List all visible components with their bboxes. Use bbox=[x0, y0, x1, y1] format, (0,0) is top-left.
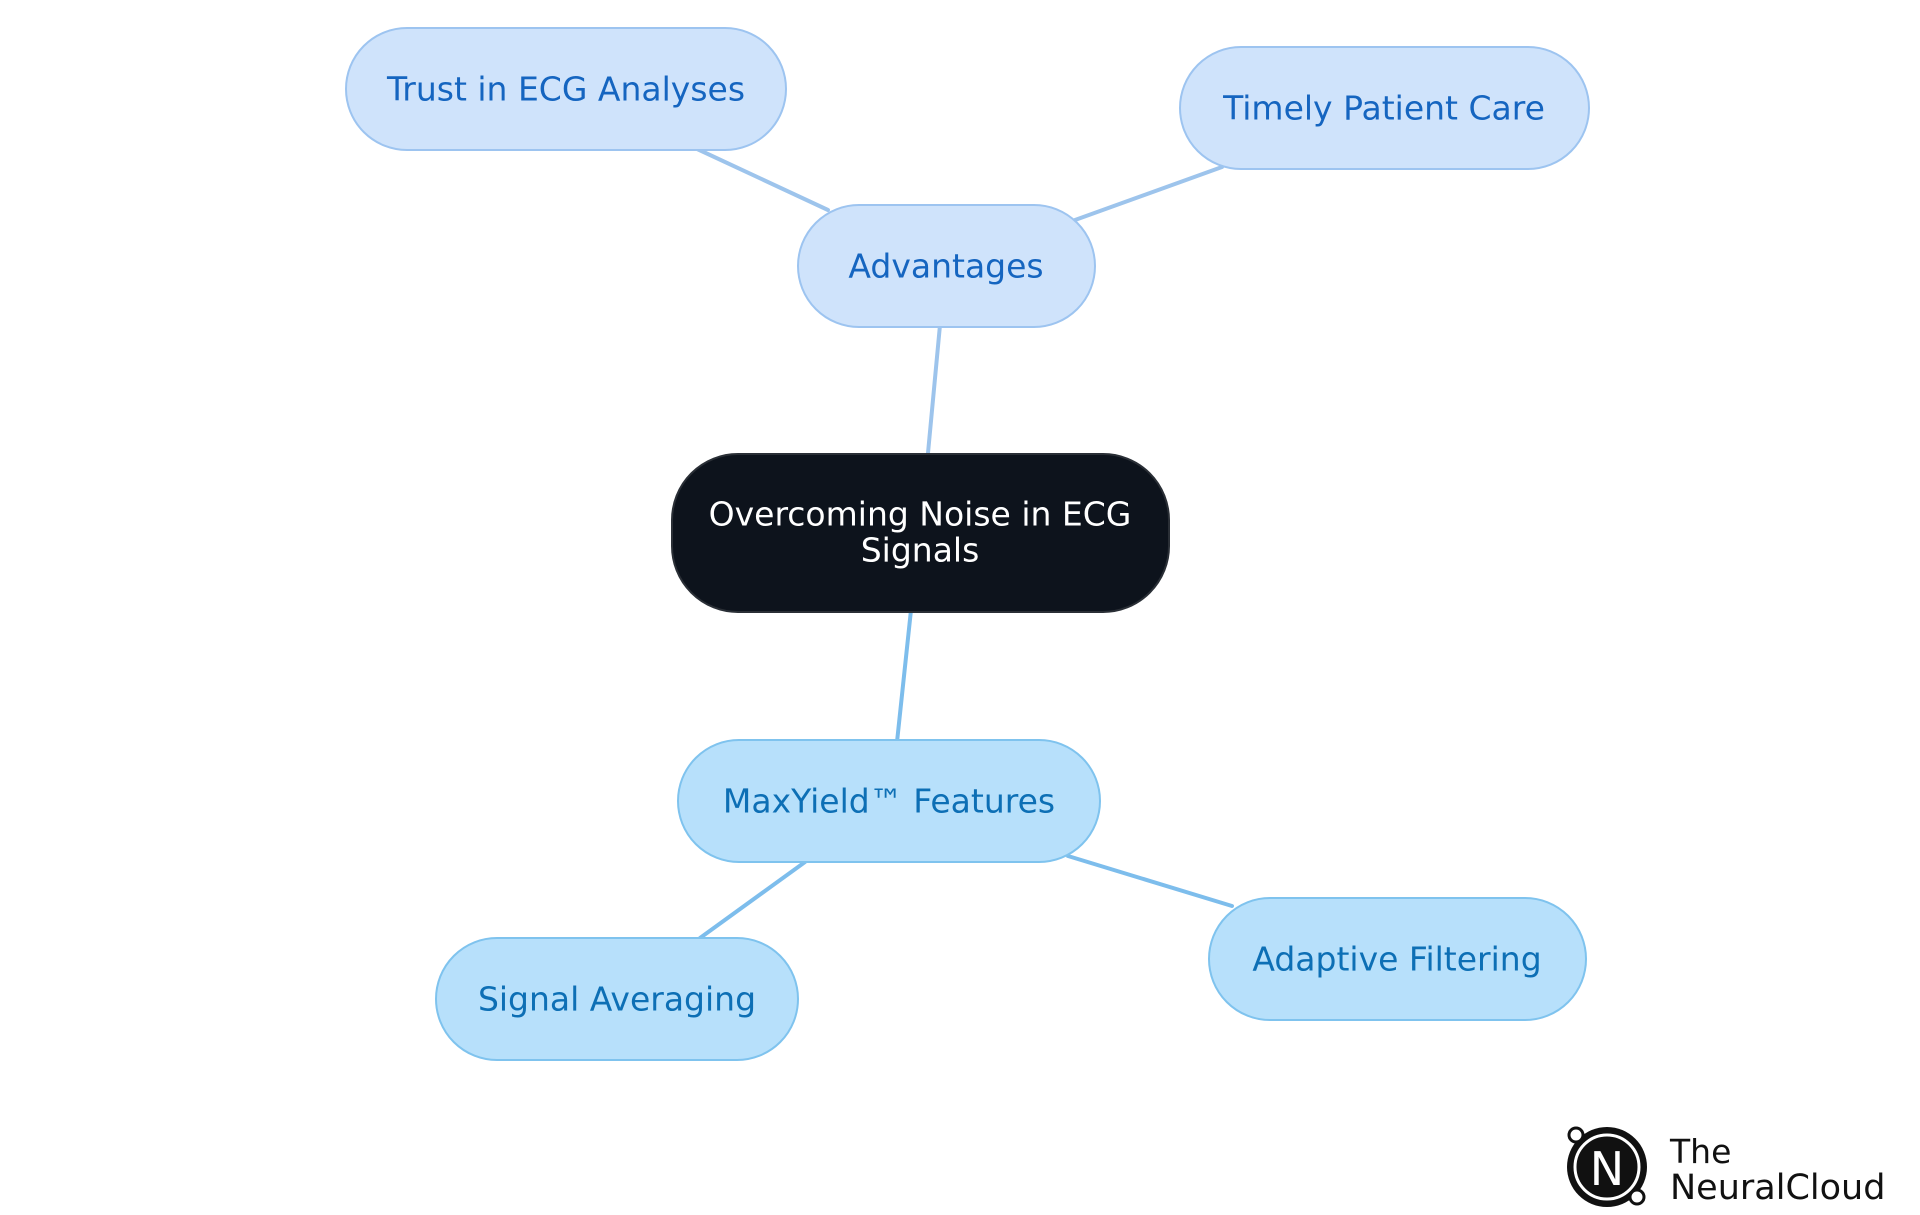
edge-features-averaging bbox=[698, 860, 807, 940]
logo-line-the: The bbox=[1669, 1132, 1731, 1171]
edge-advantages-trust bbox=[693, 146, 830, 212]
node-adaptive-filtering: Adaptive Filtering bbox=[1208, 897, 1587, 1021]
node-advantages: Advantages bbox=[797, 204, 1096, 328]
root-label-line-1: Overcoming Noise in ECG bbox=[709, 495, 1132, 534]
neuralcloud-logo: N The NeuralCloud bbox=[1567, 1126, 1885, 1208]
node-trust-in-ecg-analyses: Trust in ECG Analyses bbox=[345, 27, 787, 151]
node-label: Trust in ECG Analyses bbox=[386, 70, 745, 109]
neuralcloud-logo-icon: N bbox=[1567, 1126, 1647, 1207]
edge-root-advantages bbox=[926, 323, 942, 455]
node-root: Overcoming Noise in ECG Signals bbox=[671, 453, 1170, 613]
logo-line-neuralcloud: NeuralCloud bbox=[1670, 1168, 1885, 1208]
logo-icon-letter: N bbox=[1590, 1142, 1624, 1196]
edge-features-filtering bbox=[1066, 854, 1234, 908]
node-label: Signal Averaging bbox=[478, 980, 756, 1019]
edges bbox=[693, 146, 1234, 940]
node-label: MaxYield™ Features bbox=[723, 782, 1055, 821]
node-signal-averaging: Signal Averaging bbox=[435, 937, 799, 1061]
node-label: Adaptive Filtering bbox=[1252, 940, 1541, 979]
edge-advantages-timely bbox=[1073, 165, 1224, 222]
node-timely-patient-care: Timely Patient Care bbox=[1179, 46, 1590, 170]
node-maxyield-features: MaxYield™ Features bbox=[677, 739, 1101, 863]
node-label: Timely Patient Care bbox=[1222, 89, 1545, 128]
node-label: Advantages bbox=[848, 247, 1043, 286]
root-label-line-2: Signals bbox=[861, 531, 980, 570]
edge-root-features bbox=[895, 608, 913, 744]
